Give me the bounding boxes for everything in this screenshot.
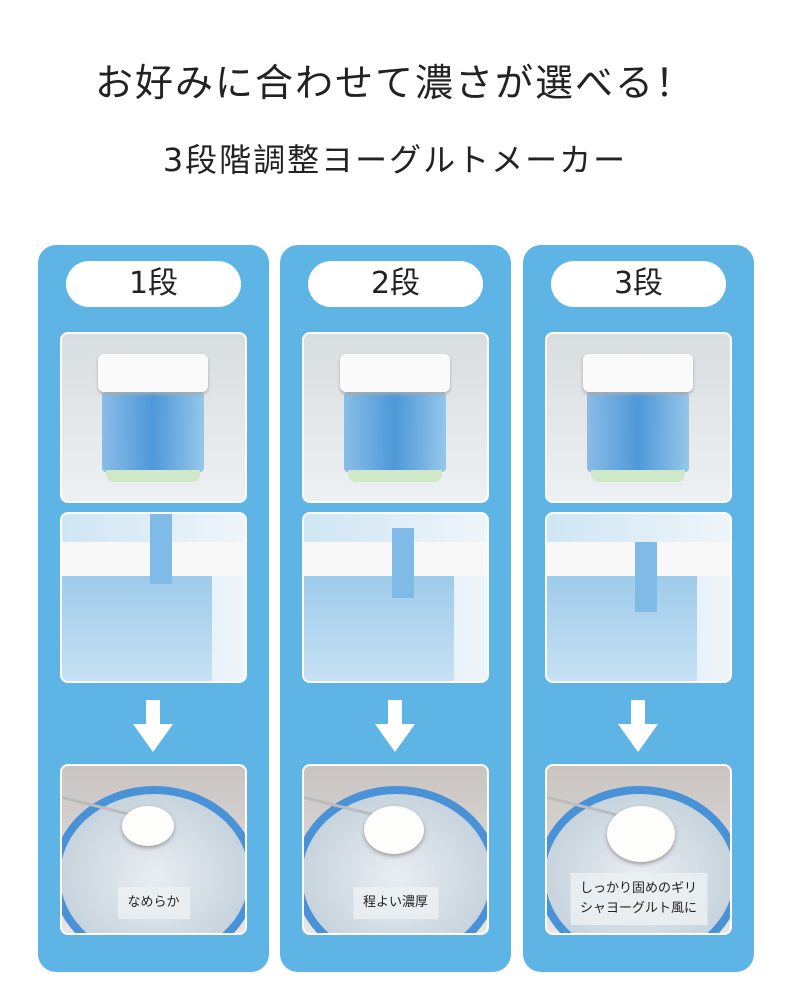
texture-caption: なめらか (117, 887, 190, 919)
dial-closeup-photo (545, 512, 732, 683)
container-jar (344, 392, 446, 472)
headline: お好みに合わせて濃さが選べる！ (94, 61, 695, 105)
level-tab (150, 514, 172, 584)
level-label: 3段 (551, 261, 726, 307)
level-panel: 3段 しっかり固めのギリシャヨーグルト風に (523, 245, 754, 972)
texture-caption: 程よい濃厚 (352, 887, 439, 919)
container-base (106, 470, 200, 482)
tank (304, 576, 454, 681)
dial-closeup-photo (60, 512, 247, 683)
tank (62, 576, 212, 681)
arrow-down-icon (618, 700, 658, 752)
yogurt-scoop (122, 806, 174, 846)
container-jar (102, 392, 204, 472)
yogurt-photo: なめらか (60, 764, 247, 935)
arrow-down-icon (133, 700, 173, 752)
arrow-down-icon (375, 700, 415, 752)
container-lid (340, 354, 450, 392)
level-tab (392, 528, 414, 598)
dial-closeup-photo (302, 512, 489, 683)
tank (547, 576, 697, 681)
caption-line: 程よい濃厚 (362, 895, 429, 910)
container-jar (587, 392, 689, 472)
level-panel: 1段 なめらか (38, 245, 269, 972)
yogurt-scoop (364, 806, 424, 854)
product-photo (545, 332, 732, 503)
level-tab (635, 542, 657, 612)
level-label: 2段 (308, 261, 483, 307)
level-panel: 2段 程よい濃厚 (280, 245, 511, 972)
yogurt-photo: しっかり固めのギリシャヨーグルト風に (545, 764, 732, 935)
product-photo (302, 332, 489, 503)
subheadline: 3段階調整ヨーグルトメーカー (162, 141, 628, 179)
yogurt-photo: 程よい濃厚 (302, 764, 489, 935)
container-lid (583, 354, 693, 392)
container-lid (98, 354, 208, 392)
caption-line: なめらか (127, 895, 180, 910)
container-base (591, 470, 685, 482)
caption-line: しっかり固めのギリ (579, 881, 698, 896)
product-photo (60, 332, 247, 503)
container-base (348, 470, 442, 482)
caption-line: シャヨーグルト風に (579, 901, 698, 916)
level-label: 1段 (66, 261, 241, 307)
texture-caption: しっかり固めのギリシャヨーグルト風に (569, 873, 708, 925)
yogurt-scoop (607, 806, 675, 862)
